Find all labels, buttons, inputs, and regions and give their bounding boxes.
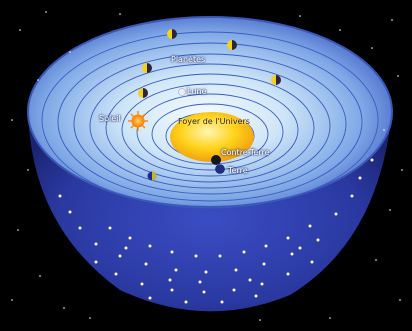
- star-icon: [27, 169, 29, 171]
- planet-icon: [142, 63, 152, 73]
- star-icon: [108, 226, 112, 230]
- star-icon: [63, 307, 65, 309]
- star-icon: [170, 288, 174, 292]
- planets-label: Planètes: [171, 55, 206, 64]
- star-icon: [397, 75, 399, 77]
- star-icon: [94, 242, 98, 246]
- star-icon: [170, 250, 174, 254]
- star-icon: [184, 300, 188, 304]
- central-fire-label: Foyer de l'Univers: [178, 117, 250, 126]
- star-icon: [94, 260, 98, 264]
- star-icon: [128, 236, 132, 240]
- star-icon: [350, 194, 354, 198]
- planet-icon: [271, 75, 281, 85]
- star-icon: [259, 319, 261, 321]
- moon-icon: [178, 88, 186, 96]
- star-icon: [383, 129, 385, 131]
- star-icon: [316, 238, 320, 242]
- planet-icon: [167, 29, 177, 39]
- star-icon: [286, 236, 290, 240]
- star-icon: [194, 254, 198, 258]
- counter-earth-icon: [211, 155, 221, 165]
- star-icon: [248, 278, 252, 282]
- star-field: [11, 11, 403, 321]
- star-icon: [45, 11, 47, 13]
- star-icon: [234, 268, 238, 272]
- star-icon: [58, 194, 62, 198]
- earth-icon: [215, 164, 225, 174]
- star-icon: [310, 260, 314, 264]
- star-icon: [148, 296, 152, 300]
- star-icon: [144, 262, 148, 266]
- star-icon: [78, 226, 82, 230]
- star-icon: [299, 15, 301, 17]
- star-icon: [11, 119, 13, 121]
- star-icon: [375, 259, 377, 261]
- star-icon: [371, 47, 373, 49]
- star-icon: [329, 317, 331, 319]
- star-icon: [119, 13, 121, 15]
- star-icon: [124, 246, 128, 250]
- star-icon: [89, 317, 91, 319]
- star-icon: [19, 29, 21, 31]
- moon-label: Lune: [187, 87, 207, 96]
- star-icon: [218, 254, 222, 258]
- star-icon: [118, 254, 122, 258]
- star-icon: [168, 278, 172, 282]
- star-icon: [334, 212, 338, 216]
- star-icon: [68, 210, 72, 214]
- star-icon: [174, 268, 178, 272]
- universe-disc: [27, 16, 393, 208]
- star-icon: [370, 158, 374, 162]
- star-icon: [391, 19, 393, 21]
- earth-label: Terre: [228, 166, 248, 175]
- star-icon: [242, 250, 246, 254]
- star-icon: [339, 29, 341, 31]
- star-icon: [140, 282, 144, 286]
- star-icon: [37, 79, 39, 81]
- star-icon: [202, 290, 206, 294]
- star-icon: [198, 280, 202, 284]
- star-icon: [220, 300, 224, 304]
- star-icon: [389, 209, 391, 211]
- star-icon: [232, 288, 236, 292]
- star-icon: [114, 272, 118, 276]
- planet-icon: [138, 88, 148, 98]
- sun-label: Soleil: [99, 114, 121, 123]
- star-icon: [401, 169, 403, 171]
- star-icon: [290, 252, 294, 256]
- star-icon: [148, 244, 152, 248]
- star-icon: [17, 229, 19, 231]
- star-icon: [264, 244, 268, 248]
- planet-icon: [147, 171, 157, 181]
- star-icon: [260, 282, 264, 286]
- star-icon: [204, 270, 208, 274]
- star-icon: [286, 272, 290, 276]
- star-icon: [298, 246, 302, 250]
- counter-earth-label: Contre-Terre: [221, 148, 270, 157]
- star-icon: [11, 299, 13, 301]
- star-icon: [399, 299, 401, 301]
- sun-icon: [128, 111, 148, 131]
- star-icon: [69, 51, 71, 53]
- central-fire: [170, 112, 254, 162]
- star-icon: [39, 275, 41, 277]
- star-icon: [254, 294, 258, 298]
- star-icon: [262, 262, 266, 266]
- star-icon: [358, 176, 362, 180]
- planet-icon: [227, 40, 237, 50]
- star-icon: [308, 224, 312, 228]
